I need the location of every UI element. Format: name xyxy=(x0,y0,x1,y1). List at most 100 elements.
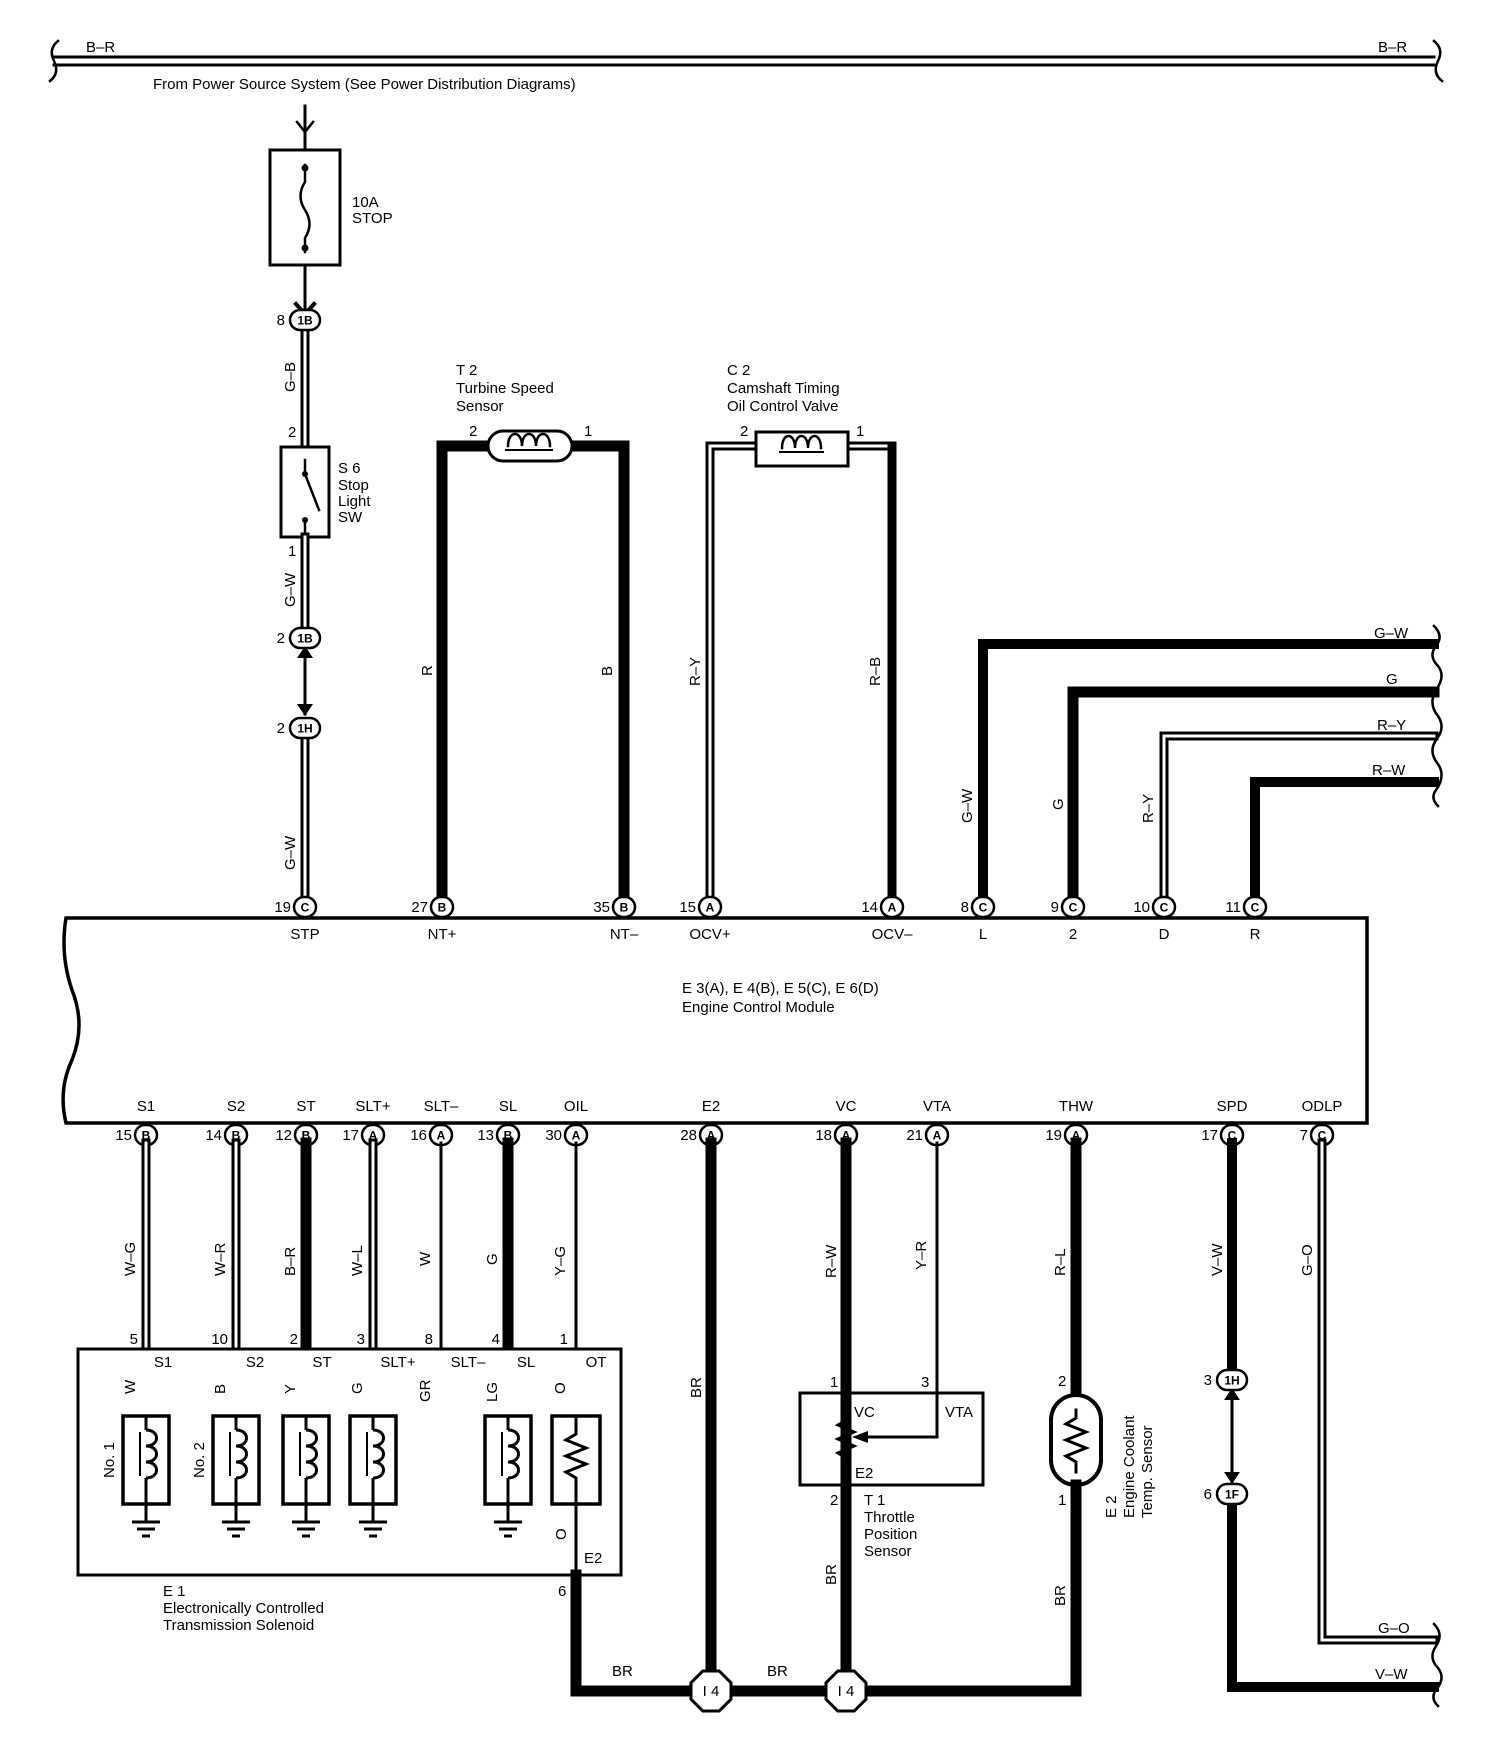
junction-i4-b-label: I 4 xyxy=(838,1683,855,1700)
ocv-circuit: C 2 Camshaft Timing Oil Control Valve 2 … xyxy=(687,362,897,902)
wire-stp-upper: G–B xyxy=(282,362,299,392)
ecm-bottom-badge-11-label: C xyxy=(1228,1129,1237,1143)
wire-stp-lower: G–W xyxy=(282,835,299,870)
ecm-top-badge-4: A xyxy=(879,895,905,919)
sol-color-0: W xyxy=(122,1379,139,1394)
sol-pin-1: 10 xyxy=(211,1331,228,1348)
wire-e2: BR xyxy=(688,1377,705,1398)
throttle-position-sensor: VC VTA E2 1 3 2 T 1 Throttle Position Se… xyxy=(798,1137,985,1697)
junction-i4-b: I 4 xyxy=(824,1669,868,1713)
fuse-icon xyxy=(299,163,311,254)
ecm-top-badge-3-label: A xyxy=(706,901,715,915)
ect-pin-top: 2 xyxy=(1058,1373,1066,1390)
sol-color-5: LG xyxy=(484,1382,501,1402)
ecm-top-pin-8: 11 xyxy=(1225,899,1241,916)
junction-1h-left: 1H xyxy=(288,716,322,740)
wire-spd: V–W xyxy=(1209,1243,1226,1276)
sol-pin-2: 2 xyxy=(290,1331,298,1348)
tps-vc: VC xyxy=(854,1404,875,1421)
sol-term-4: SLT– xyxy=(451,1354,486,1371)
turbine-pin-right: 1 xyxy=(584,423,592,440)
ecm-top-pin-3: 15 xyxy=(679,899,696,916)
ecm-bottom-pin-8: 18 xyxy=(815,1127,832,1144)
ecm-top-name-3: OCV+ xyxy=(689,926,731,943)
sol-pin-5: 4 xyxy=(492,1331,500,1348)
ecm-top-badge-7: C xyxy=(1151,895,1177,919)
ground-line: BR BR BR xyxy=(570,1137,1082,1697)
junction-1h-right: 1H xyxy=(1215,1368,1249,1392)
junction-1f-label: 1F xyxy=(1225,1488,1239,1502)
ecm-bottom-badge-1-label: B xyxy=(232,1129,241,1143)
junction-i4-a: I 4 xyxy=(689,1669,733,1713)
ecm-bottom-badge-0-label: B xyxy=(142,1129,151,1143)
wire-br-bottom1: BR xyxy=(612,1663,633,1680)
sol-term-1: S2 xyxy=(246,1354,264,1371)
tps-pin1: 1 xyxy=(830,1374,838,1391)
ocv-pin-left: 2 xyxy=(740,423,748,440)
wire-out-vw: V–W xyxy=(1375,1666,1408,1683)
ecm-top-pin-7: 10 xyxy=(1133,899,1150,916)
wire-l: G–W xyxy=(959,788,976,823)
junction-1b-top-pin: 8 xyxy=(277,312,285,329)
ecm-bottom-name-11: SPD xyxy=(1217,1098,1248,1115)
ecm-top-badge-5-label: C xyxy=(979,901,988,915)
ecm-bottom-name-12: ODLP xyxy=(1302,1098,1343,1115)
ecm-top-badge-7-label: C xyxy=(1160,901,1169,915)
ecm-connectors: E 3(A), E 4(B), E 5(C), E 6(D) xyxy=(682,980,879,997)
ecm-top-pin-2: 35 xyxy=(593,899,610,916)
engine-coolant-temp-sensor: 2 1 E 2 Engine Coolant Temp. Sensor R–L … xyxy=(1049,1137,1156,1697)
ecm-bottom-pin-4: 16 xyxy=(410,1127,427,1144)
sol-color-4: GR xyxy=(417,1379,434,1402)
ecm-top-badge-2-label: B xyxy=(620,901,629,915)
sol-bottom-o: O xyxy=(553,1528,570,1540)
wire-out-ry: R–Y xyxy=(1377,717,1406,734)
tps-line2: Position xyxy=(864,1526,917,1543)
ecm-bottom-name-10: THW xyxy=(1059,1098,1094,1115)
bus-label-right: B–R xyxy=(1378,39,1407,56)
sol-color-2: Y xyxy=(282,1384,299,1394)
stop-sw-id: S 6 xyxy=(338,460,361,477)
sol-term-6: OT xyxy=(586,1354,607,1371)
junction-1h-left-label: 1H xyxy=(297,722,312,736)
sol-e2: E2 xyxy=(584,1550,602,1567)
sol-pin6: 6 xyxy=(558,1583,566,1600)
wire-ocv-minus: R–B xyxy=(867,657,884,686)
wire-br-tps: BR xyxy=(823,1564,840,1585)
sol-no2: No. 2 xyxy=(191,1442,208,1478)
power-bus: B–R B–R From Power Source System (See Po… xyxy=(48,39,1444,93)
ecm-bottom-name-0: S1 xyxy=(137,1098,155,1115)
wire-out-rw: R–W xyxy=(1372,762,1406,779)
stop-sw-line2: Light xyxy=(338,493,371,510)
ecm-bottom-name-2: ST xyxy=(296,1098,315,1115)
tps-vta: VTA xyxy=(945,1404,973,1421)
solenoid-wires: W–G W–R B–R W–L W G Y–G xyxy=(122,1137,578,1355)
ecm-bottom-badge-8-label: A xyxy=(842,1129,851,1143)
sol-id: E 1 xyxy=(163,1583,186,1600)
sol-pin-6: 1 xyxy=(560,1331,568,1348)
ocv-line2: Oil Control Valve xyxy=(727,398,838,415)
ecm-bottom-badge-9: A xyxy=(924,1123,950,1147)
ocv-id: C 2 xyxy=(727,362,750,379)
ect-id: E 2 xyxy=(1103,1495,1120,1518)
ecm-bottom-badge-9-label: A xyxy=(933,1129,942,1143)
wire-vc: R–W xyxy=(823,1244,840,1278)
ecm-top-name-6: 2 xyxy=(1069,926,1077,943)
turbine-pin-left: 2 xyxy=(469,423,477,440)
ecm-bottom-badge-10-label: A xyxy=(1072,1129,1081,1143)
sol-pin-3: 3 xyxy=(357,1331,365,1348)
tps-e2: E2 xyxy=(855,1465,873,1482)
ecm-top-badge-3: A xyxy=(697,895,723,919)
ecm-bottom-badge-5-label: B xyxy=(504,1129,513,1143)
ocv-line1: Camshaft Timing xyxy=(727,380,840,397)
sol-term-2: ST xyxy=(312,1354,331,1371)
ecm-bottom-pin-0: 15 xyxy=(115,1127,132,1144)
stop-sw-pin-bottom: 1 xyxy=(288,543,296,560)
ect-pin-bottom: 1 xyxy=(1058,1492,1066,1509)
ecm-top-badge-1-label: B xyxy=(438,901,447,915)
wire-sltp: W–L xyxy=(349,1245,366,1276)
tps-pin3: 3 xyxy=(921,1374,929,1391)
ecm-bottom-pin-12: 7 xyxy=(1300,1127,1308,1144)
ecm-top-name-1: NT+ xyxy=(428,926,457,943)
ecm-top-terminals: C19STPB27NT+B35NT–A15OCV+A14OCV–C8LC92C1… xyxy=(274,895,1268,943)
